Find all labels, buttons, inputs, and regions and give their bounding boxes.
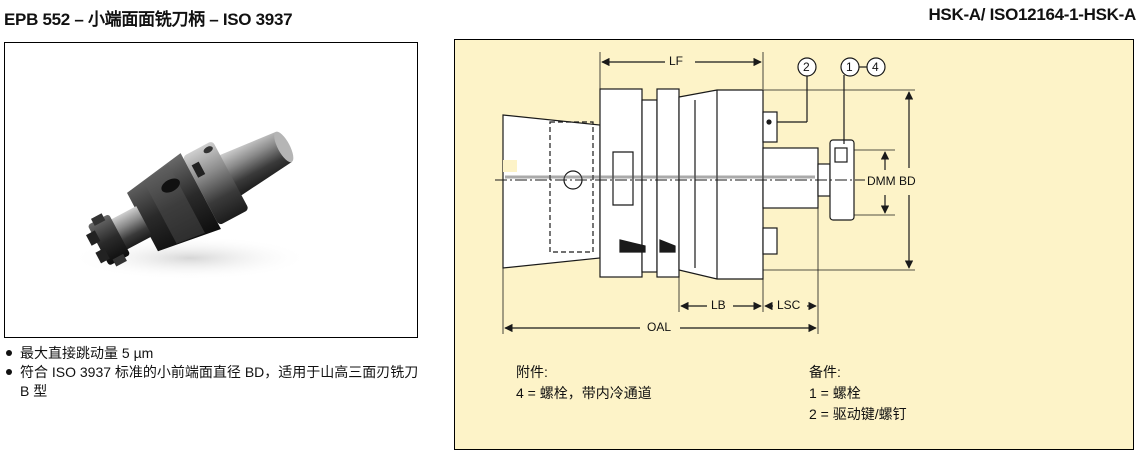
feature-text: 符合 ISO 3937 标准的小前端面直径 BD，适用于山高三面刃铣刀 B 型 xyxy=(20,364,419,399)
page-title: EPB 552 – 小端面面铣刀柄 – ISO 3937 xyxy=(4,10,293,29)
callout-4: 4 xyxy=(872,60,879,74)
dim-label-dmm-bd: DMM BD xyxy=(867,174,916,188)
dimension-drawing xyxy=(495,52,915,334)
dim-label-lf: LF xyxy=(669,54,684,68)
spare-part-item: 1 = 螺栓 xyxy=(809,385,861,401)
dim-label-lb: LB xyxy=(711,298,726,312)
accessories-note: 附件: 4 = 螺栓，带内冷通道 xyxy=(516,362,652,404)
feature-text: 最大直接跳动量 5 µm xyxy=(20,345,154,361)
accessory-item: 4 = 螺栓，带内冷通道 xyxy=(516,385,652,401)
spare-parts-note: 备件: 1 = 螺栓 2 = 驱动键/螺钉 xyxy=(809,362,907,425)
product-photo xyxy=(4,42,418,338)
bullet-icon xyxy=(6,350,12,356)
bullet-icon xyxy=(6,369,12,375)
dim-label-oal: OAL xyxy=(647,320,672,334)
hsk-shank xyxy=(502,114,601,269)
holder-body xyxy=(678,89,764,280)
face-mill-holder-illustration xyxy=(70,131,310,280)
spare-parts-title: 备件: xyxy=(809,364,841,380)
feature-item: 符合 ISO 3937 标准的小前端面直径 BD，适用于山高三面刃铣刀 B 型 xyxy=(4,363,424,401)
interface-standard-title: HSK-A/ ISO12164-1-HSK-A xyxy=(928,5,1136,24)
callout-1: 1 xyxy=(846,60,853,74)
technical-drawing: LF LB LSC OAL DMM BD 2 1 4 附件: 4 = 螺栓，带内… xyxy=(454,39,1134,450)
feature-list: 最大直接跳动量 5 µm 符合 ISO 3937 标准的小前端面直径 BD，适用… xyxy=(4,344,424,401)
feature-item: 最大直接跳动量 5 µm xyxy=(4,344,424,363)
callout-2: 2 xyxy=(803,60,810,74)
spare-part-item: 2 = 驱动键/螺钉 xyxy=(809,406,907,422)
accessories-title: 附件: xyxy=(516,364,548,380)
dim-label-lsc: LSC xyxy=(777,298,801,312)
